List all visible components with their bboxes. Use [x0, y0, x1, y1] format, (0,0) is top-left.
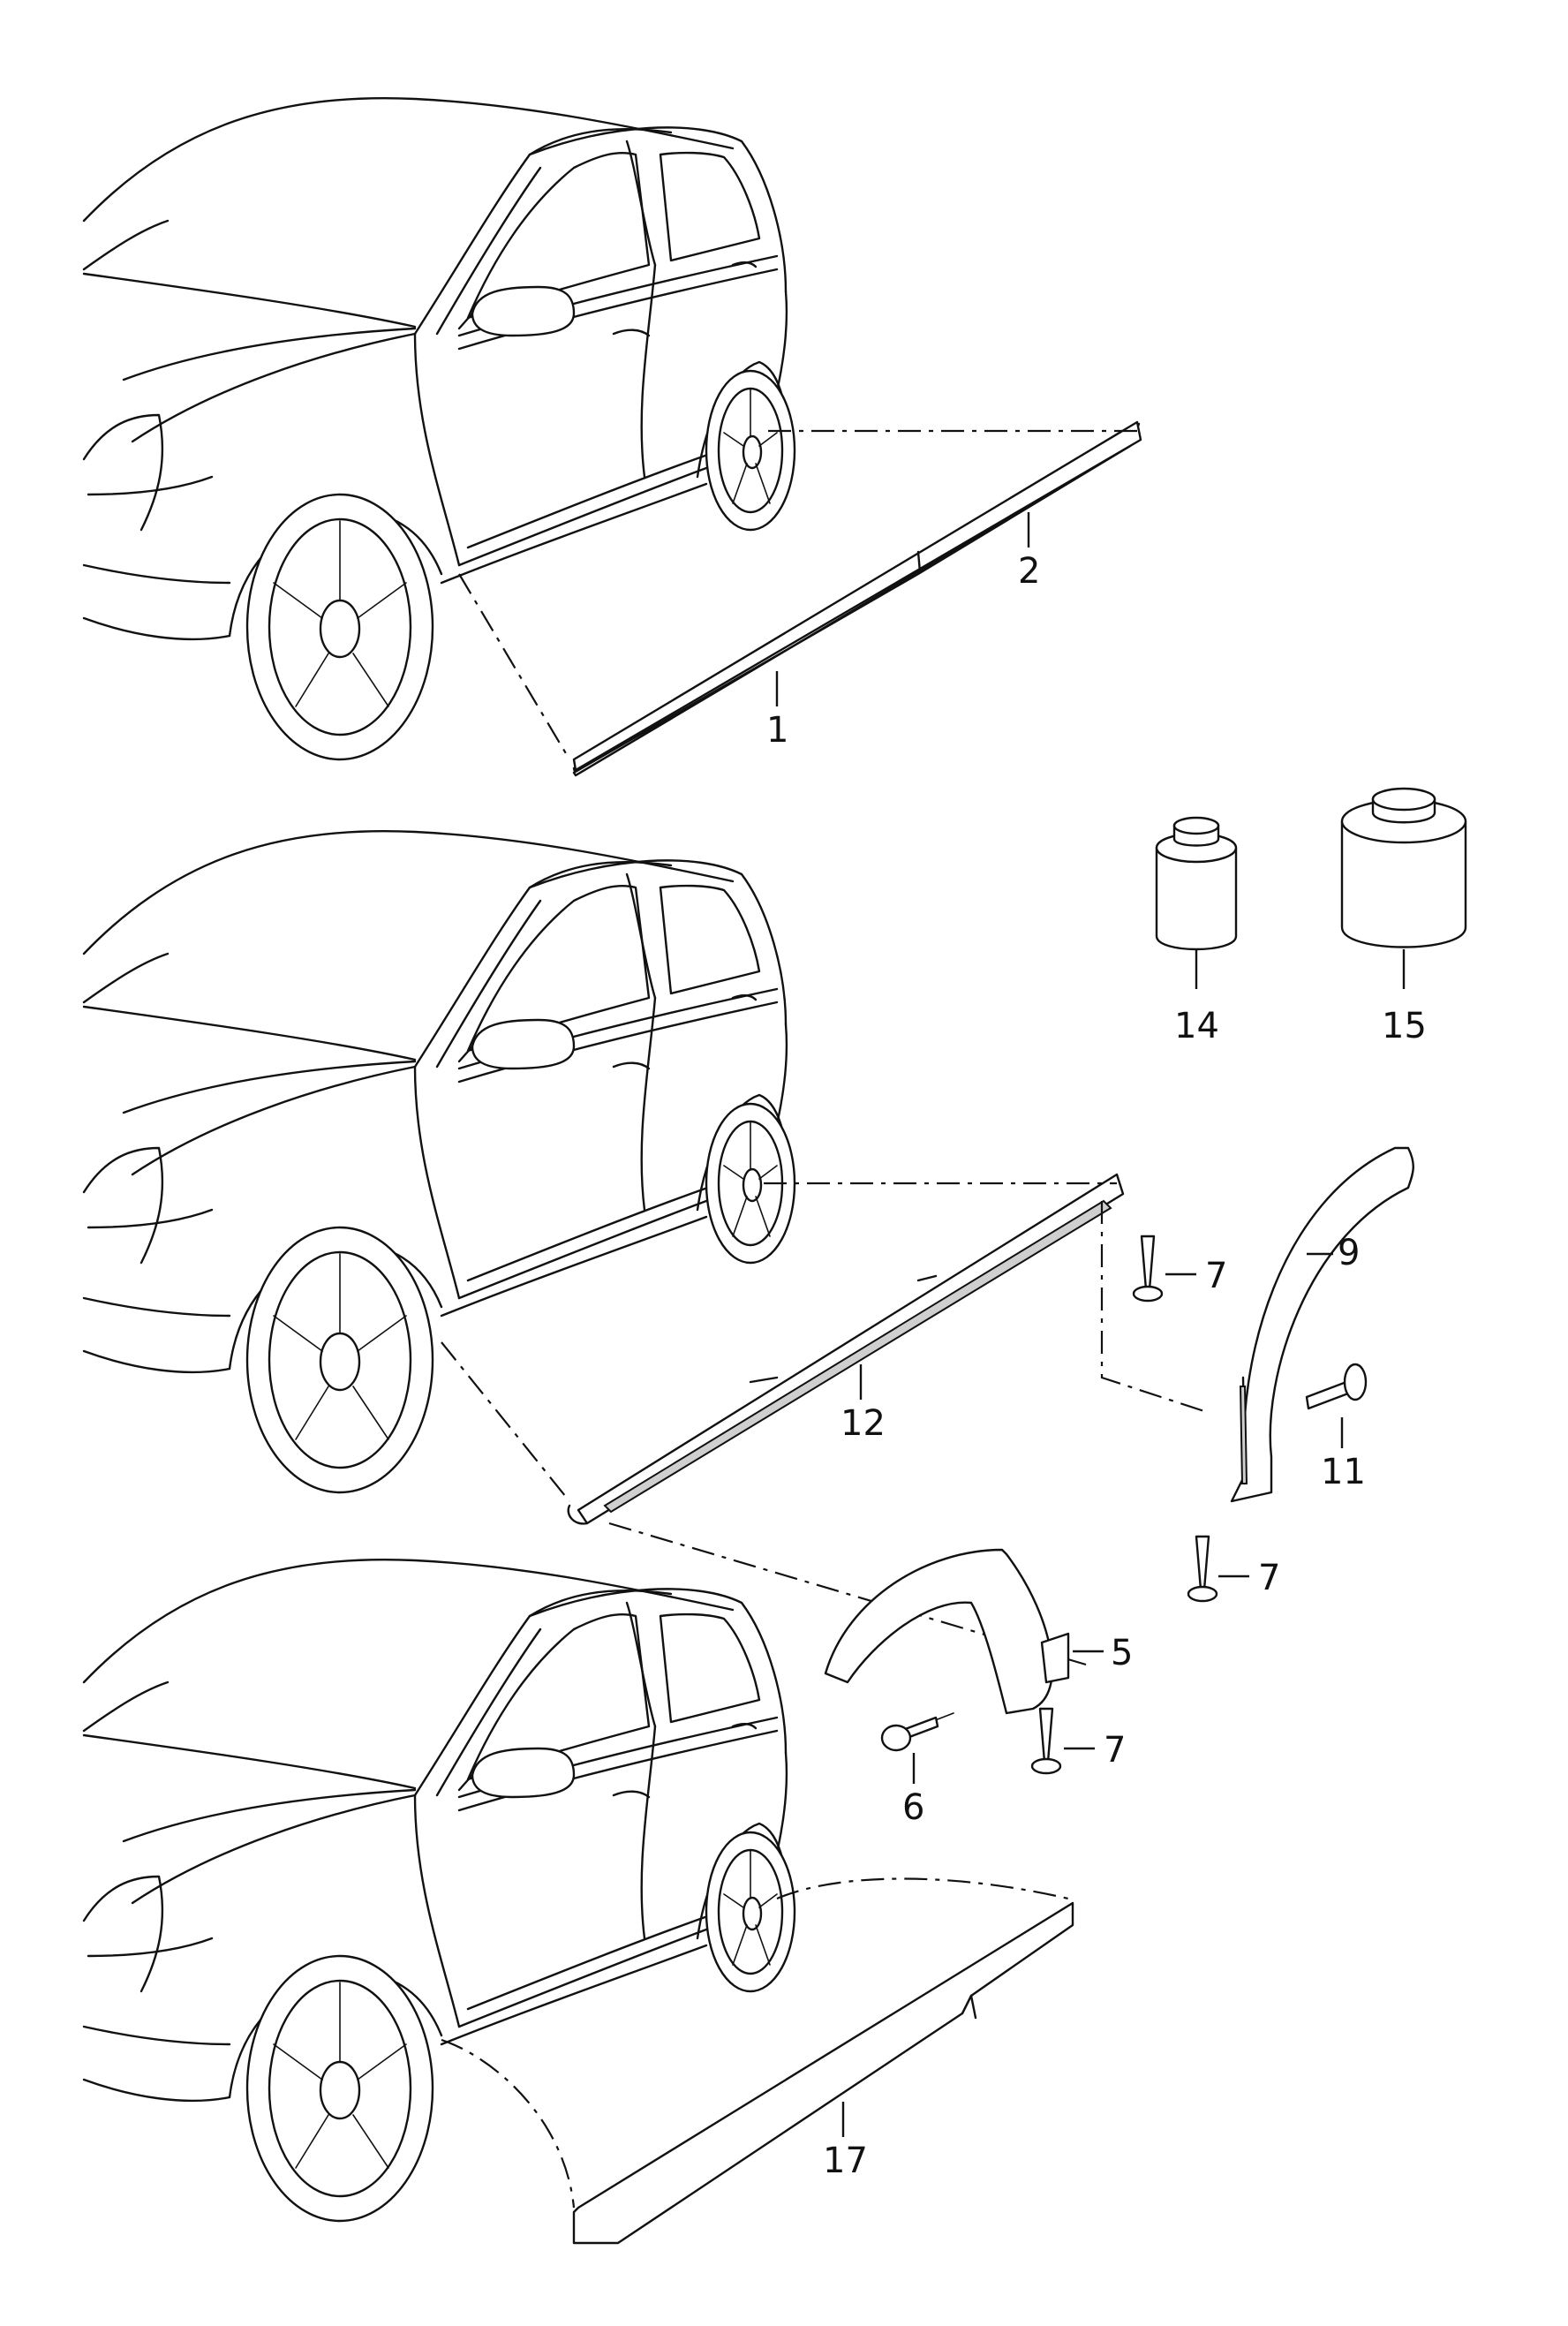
screw-7-lower: 7 [1030, 1707, 1126, 1775]
vehicle-view-top [82, 96, 796, 761]
wheel-arch-trim-5: 5 [824, 1548, 1133, 1715]
sill-trim-strip-1-2 [572, 420, 1142, 777]
callout-label-7a: 7 [1205, 1256, 1227, 1296]
callout-label-2: 2 [1018, 551, 1040, 592]
screw-11: 11 [1305, 1363, 1368, 1492]
container-14: 14 [1155, 816, 1238, 1046]
protective-film-17: 17 [441, 1877, 1074, 2245]
leader-dash-top-left [458, 573, 570, 760]
callout-2: 2 [1018, 512, 1040, 592]
callout-12: 12 [841, 1364, 886, 1444]
callout-label-12: 12 [841, 1403, 886, 1444]
vehicle-view-bottom [82, 1558, 796, 2223]
callout-label-17: 17 [823, 2141, 868, 2181]
vehicle-view-middle [82, 829, 796, 1494]
sill-panel-12 [567, 1173, 1125, 1525]
leader-dash-middle-lower [608, 1522, 1087, 1666]
screw-7-right: 7 [1187, 1535, 1280, 1603]
callout-label-14: 14 [1174, 1006, 1219, 1046]
screw-7-upper: 7 [1132, 1235, 1227, 1303]
callout-label-1: 1 [766, 710, 788, 751]
callout-label-7c: 7 [1104, 1730, 1126, 1771]
screw-6: 6 [880, 1712, 954, 1828]
container-15: 15 [1340, 787, 1467, 1046]
callout-label-11: 11 [1321, 1452, 1366, 1492]
callout-label-5: 5 [1111, 1633, 1133, 1673]
leader-dash-middle-left [441, 1341, 570, 1502]
wheel-arch-trim-9: 9 [1230, 1146, 1414, 1503]
callout-label-7b: 7 [1258, 1558, 1280, 1598]
callout-label-9: 9 [1338, 1233, 1360, 1273]
callout-1: 1 [766, 671, 788, 751]
callout-label-15: 15 [1382, 1006, 1427, 1046]
callout-label-6: 6 [902, 1787, 924, 1828]
leader-dash-middle-vertical [1100, 1201, 1210, 1415]
